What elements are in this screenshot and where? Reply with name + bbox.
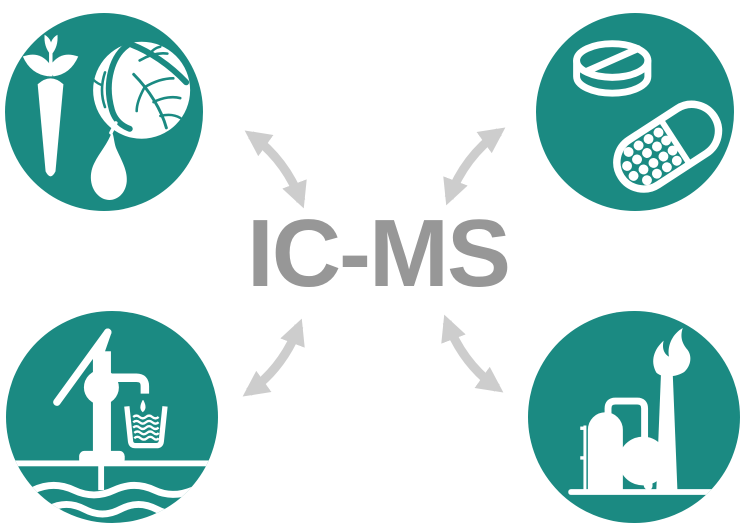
tablet-capsule-icon [573,40,723,193]
water-pump-icon [12,328,212,518]
arrow-center-food [244,130,307,209]
node-pharma [536,13,734,211]
chemical-plant-icon [568,327,715,495]
node-food [5,13,203,211]
arrow-center-industry [441,314,504,393]
vegetables-icon [22,34,191,201]
node-industry [528,311,740,523]
arrow-center-water [242,318,305,397]
node-water [6,311,218,523]
arrow-center-pharma [443,127,506,206]
center-label: IC-MS [247,200,511,308]
